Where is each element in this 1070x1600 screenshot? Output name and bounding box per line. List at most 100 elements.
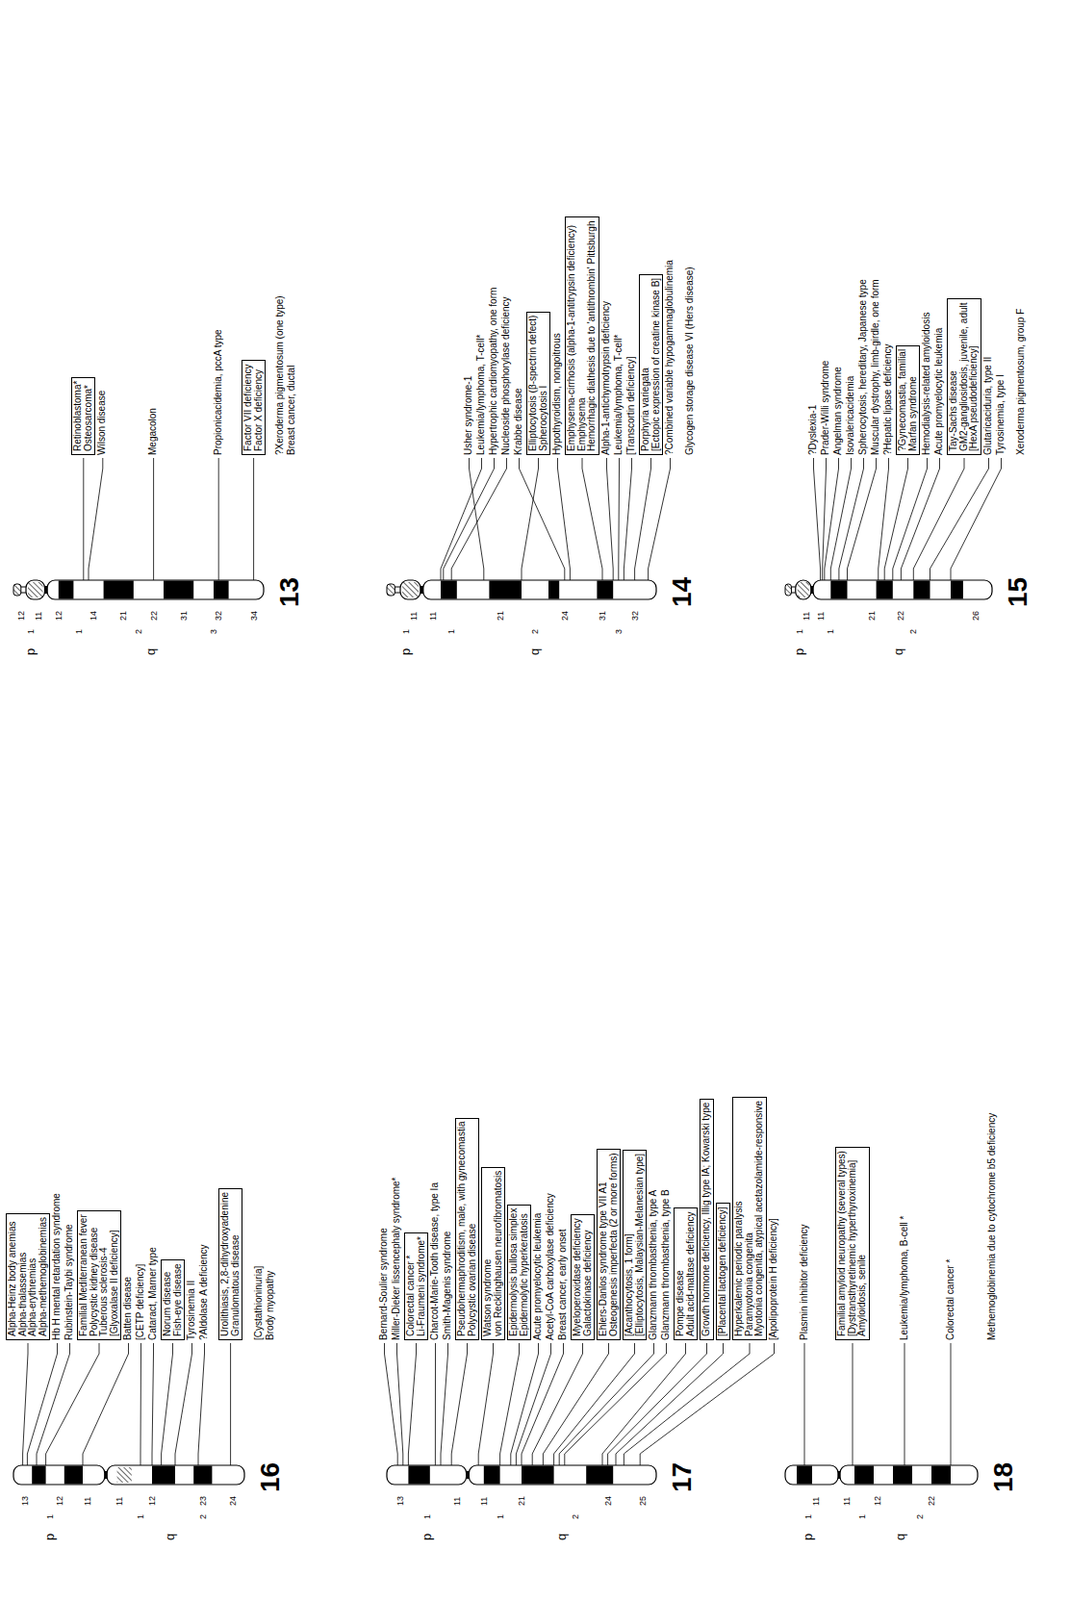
leader-line [397, 1343, 404, 1466]
chromosome-number: 15 [1003, 577, 1033, 608]
leader-line [152, 458, 154, 581]
stalk [21, 586, 26, 588]
band-number: 12 [54, 1496, 65, 1506]
disease-box: [Acanthocytosis, 1 form][Elliptocytosis,… [622, 1149, 647, 1341]
band-number: 2 [198, 1514, 208, 1520]
arm-letter: q [893, 1533, 908, 1541]
ideogram [13, 1465, 245, 1485]
arm-fill [795, 580, 812, 600]
leader-line [623, 1343, 750, 1466]
disease-label: Muscular dystrophy, limb-girdle, one for… [870, 279, 882, 456]
disease-label: Breast cancer, early onset [558, 1228, 569, 1341]
arm-outline [840, 1465, 978, 1485]
band-number: 32 [630, 611, 640, 621]
box-text: Urolithiasis, 2,8-dihydroxyadenine [220, 1192, 231, 1337]
disease-box: Pseudohermaphroditism, male, with gyneco… [455, 1118, 480, 1341]
box-text: Ehlers-Danlos syndrome type VII A1 [598, 1152, 610, 1337]
disease-label: Tyrosinemia II [186, 1280, 198, 1341]
band-number: 11 [479, 1497, 489, 1506]
note-label: Xeroderma pigmentosum, group F [1016, 308, 1027, 456]
leader-line [564, 1343, 667, 1466]
band-number: 34 [249, 611, 259, 621]
arm-outline [25, 580, 46, 600]
disease-label: Smith-Magenis syndrome [442, 1231, 454, 1341]
disease-label: Acute promyelocytic leukemia [934, 328, 945, 456]
dark-band [548, 581, 560, 600]
stalk [394, 586, 401, 588]
box-text: Hemorrhagic diathesis due to 'antithromb… [586, 221, 598, 453]
leader-line [623, 458, 632, 581]
band-number: 26 [970, 611, 981, 621]
box-text: Galactokinase deficiency [583, 1218, 594, 1337]
box-text: Watson syndrome [483, 1171, 494, 1337]
disease-box: ?Gynecomastia, familialMarfan syndrome [895, 345, 920, 456]
box-text: Elliptocytosis (β-spectrin defect) [528, 315, 539, 452]
leader-line [913, 458, 965, 581]
stalk [790, 592, 795, 594]
disease-label: ?Dyslexia-1 [808, 405, 819, 456]
box-text: Hyperkalemic periodic paralysis [734, 1100, 745, 1337]
disease-box: Myeloperoxidase deficiencyGalactokinase … [570, 1214, 595, 1341]
disease-box: Growth hormone deficiency, Illig type IA… [699, 1098, 714, 1341]
dark-band [876, 581, 893, 600]
leader-line [407, 1343, 416, 1466]
arm-letter: q [144, 648, 158, 656]
disease-label: Bernard-Soulier syndrome [379, 1227, 390, 1341]
disease-label: Spherocytosis, hereditary, Japanese type [858, 279, 869, 456]
note-label: [Cystathioninuria] [254, 1266, 265, 1341]
box-text: Li-Fraumeni syndrome* [416, 1236, 428, 1337]
disease-box: Colorectal cancer *Li-Fraumeni syndrome* [404, 1232, 429, 1341]
band-number: 13 [395, 1496, 406, 1506]
dark-band [596, 581, 613, 600]
disease-label: Tyrosinemia, type I [995, 374, 1007, 456]
arm-outline [47, 580, 264, 600]
disease-label: Leukemia/lymphoma, B-cell * [899, 1216, 911, 1342]
disease-label: [Apolipoprotein H deficiency] [768, 1218, 780, 1341]
leader-line [36, 1343, 71, 1466]
arm-letter: p [420, 1533, 434, 1541]
leader-line [521, 458, 539, 581]
leader-line [824, 458, 840, 581]
disease-label: Leukemia/lymphoma, T-cell* [613, 334, 625, 456]
note-label: ?Xeroderma pigmentosum (one type) [275, 295, 286, 456]
band-number: 1 [495, 1514, 506, 1520]
band-number: 11 [408, 611, 419, 621]
leader-line [542, 1343, 609, 1466]
band-number: 11 [811, 1497, 821, 1506]
band-number: 1 [794, 629, 805, 635]
disease-label: Hemodialysis-related amyloidosis [921, 312, 933, 456]
disease-label: Alpha-1-antichymotrypsin deficiency [601, 301, 612, 456]
box-text: Myeloperoxidase deficiency [572, 1218, 584, 1337]
box-text: Epidermolytic hyperkeratosis [519, 1208, 531, 1337]
band-number: 11 [82, 1497, 93, 1506]
disease-box: Pompe diseaseAdult acid-maltase deficien… [673, 1207, 698, 1341]
leader-line [451, 458, 507, 581]
arm-outline [813, 580, 993, 600]
dark-band [407, 1466, 430, 1485]
band-number: 11 [815, 611, 826, 621]
arm-fill [785, 1465, 839, 1485]
band-number: 1 [446, 629, 457, 635]
leader-line [152, 1343, 154, 1466]
band-number: 11 [452, 1497, 462, 1506]
box-text: Myotonia congenita, atypical acetazolami… [754, 1100, 765, 1337]
leader-line [639, 1343, 774, 1466]
box-text: [Glyoxalase II deficiency] [109, 1214, 121, 1337]
leader-line [451, 1343, 467, 1466]
box-text: von Recklinghausen neurofibromatosis [493, 1171, 505, 1337]
leader-line [892, 458, 928, 581]
band-number: 21 [516, 1496, 527, 1506]
dark-band [64, 1466, 83, 1485]
leader-line [519, 458, 565, 581]
box-text: Norum disease [162, 1263, 174, 1337]
band-number: 1 [135, 1514, 146, 1520]
disease-box: Elliptocytosis (β-spectrin defect)Sphero… [526, 311, 551, 456]
disease-box: Norum diseaseFish-eye disease [160, 1259, 185, 1341]
leader-line [140, 1343, 143, 1466]
disease-box: Porphyria variegata[Ectopic expression o… [638, 274, 663, 456]
dark-band [913, 581, 930, 600]
box-text: Fish-eye disease [173, 1263, 184, 1337]
ideogram [785, 580, 993, 600]
arm-letter: p [24, 648, 38, 656]
dark-band [521, 1466, 555, 1485]
